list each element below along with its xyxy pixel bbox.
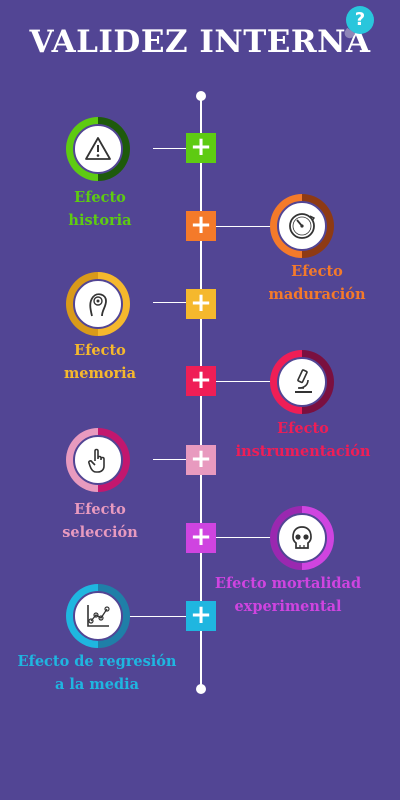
timeline-end-dot — [196, 684, 206, 694]
label-memoria: Efecto memoria — [0, 339, 200, 385]
expand-seleccion-button[interactable]: + — [186, 445, 216, 475]
maduracion-ring — [270, 194, 334, 258]
label-regresion-line1: Efecto de regresión — [17, 653, 177, 670]
microscope-icon — [295, 369, 312, 393]
warning-triangle-icon — [85, 137, 111, 160]
label-mortalidad-line1: Efecto mortalidad — [214, 575, 362, 592]
connector-seleccion — [153, 459, 187, 460]
label-memoria-line1: Efecto — [74, 342, 126, 359]
label-instrumentacion-line1: Efecto — [277, 420, 329, 437]
label-maduracion-line1: Efecto — [291, 263, 343, 280]
label-mortalidad: Efecto mortalidad experimental — [188, 572, 388, 618]
expand-memoria-button[interactable]: + — [186, 289, 216, 319]
page-title: VALIDEZ INTERNA — [29, 24, 371, 60]
connector-historia — [153, 148, 187, 149]
historia-ring — [66, 117, 130, 181]
seleccion-ring — [66, 428, 130, 492]
label-historia-line2: historia — [68, 212, 132, 229]
expand-maduracion-button[interactable]: + — [186, 211, 216, 241]
help-button[interactable]: ? — [346, 6, 374, 34]
expand-instrumentacion-button[interactable]: + — [186, 366, 216, 396]
label-instrumentacion: Efecto instrumentación — [203, 417, 400, 463]
head-memory-icon — [89, 293, 107, 317]
connector-regresion — [126, 616, 187, 617]
memoria-ring — [66, 272, 130, 336]
label-regresion: Efecto de regresión a la media — [0, 650, 197, 696]
label-memoria-line2: memoria — [63, 365, 137, 382]
connector-memoria — [153, 302, 187, 303]
label-mortalidad-line2: experimental — [234, 598, 342, 615]
connector-maduracion — [216, 226, 272, 227]
label-seleccion: Efecto selección — [0, 498, 200, 544]
skull-icon — [292, 526, 312, 549]
label-maduracion: Efecto maduración — [217, 260, 400, 306]
regresion-ring — [66, 584, 130, 648]
label-historia: Efecto historia — [0, 186, 200, 232]
hand-pointer-icon — [88, 448, 105, 473]
mortalidad-ring — [270, 506, 334, 570]
instrumentacion-ring — [270, 350, 334, 414]
label-regresion-line2: a la media — [54, 676, 139, 693]
connector-instrumentacion — [216, 381, 272, 382]
expand-historia-button[interactable]: + — [186, 133, 216, 163]
connector-mortalidad — [216, 537, 272, 538]
label-seleccion-line2: selección — [62, 524, 138, 541]
timeline-start-dot — [196, 91, 206, 101]
expand-regresion-button[interactable]: + — [186, 601, 216, 631]
gauge-icon — [289, 213, 316, 239]
scatter-chart-icon — [87, 605, 110, 627]
label-seleccion-line1: Efecto — [74, 501, 126, 518]
label-instrumentacion-line2: instrumentación — [235, 443, 371, 460]
label-historia-line1: Efecto — [74, 189, 126, 206]
expand-mortalidad-button[interactable]: + — [186, 523, 216, 553]
label-maduracion-line2: maduración — [268, 286, 366, 303]
